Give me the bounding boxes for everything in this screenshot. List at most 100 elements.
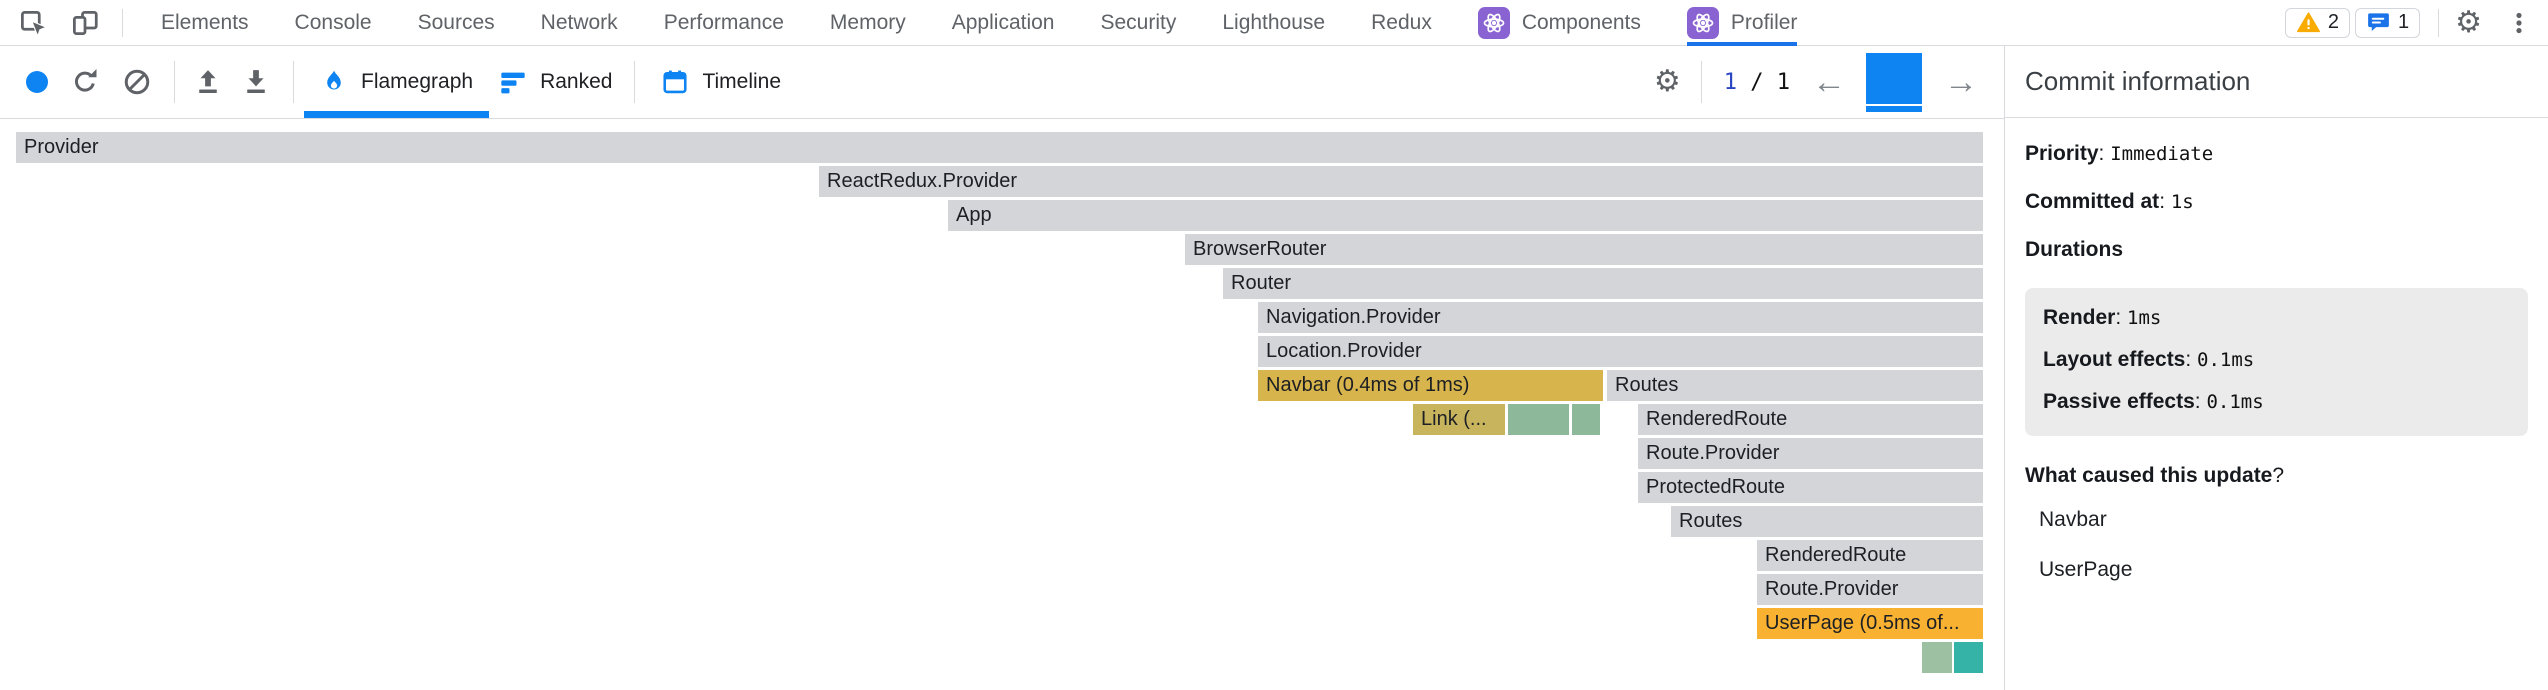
flame-bar-location.provider[interactable]: Location.Provider bbox=[1258, 336, 1983, 367]
record-button[interactable] bbox=[26, 71, 48, 93]
tab-network[interactable]: Network bbox=[541, 0, 618, 46]
priority-value: Immediate bbox=[2110, 143, 2214, 165]
flame-bar-router[interactable]: Router bbox=[1223, 268, 1983, 299]
tab-application[interactable]: Application bbox=[952, 0, 1055, 46]
flame-bar-reactredux.provider[interactable]: ReactRedux.Provider bbox=[819, 166, 1983, 197]
duration-value: 1ms bbox=[2127, 307, 2162, 329]
divider bbox=[1700, 61, 1702, 103]
duration-value: 0.1ms bbox=[2197, 349, 2255, 371]
duration-label: Layout effects bbox=[2043, 348, 2186, 371]
what-caused-label: What caused this update bbox=[2025, 464, 2273, 487]
flame-bar-protectedroute[interactable]: ProtectedRoute bbox=[1638, 472, 1983, 503]
flame-bar-routes[interactable]: Routes bbox=[1607, 370, 1983, 401]
download-profile-icon[interactable] bbox=[241, 67, 271, 97]
tab-lighthouse[interactable]: Lighthouse bbox=[1222, 0, 1325, 46]
devtools-tab-bar: Elements Console Sources Network Performance… bbox=[0, 0, 2548, 46]
tab-security[interactable]: Security bbox=[1100, 0, 1176, 46]
message-count: 1 bbox=[2397, 11, 2410, 33]
tab-memory[interactable]: Memory bbox=[830, 0, 906, 46]
flame-bar-navbar-0.4ms-of-1ms[interactable]: Navbar (0.4ms of 1ms) bbox=[1258, 370, 1603, 401]
flame-bar-renderedroute[interactable]: RenderedRoute bbox=[1757, 540, 1983, 571]
prev-commit-arrow[interactable]: ← bbox=[1812, 63, 1846, 101]
flame-bar-provider[interactable]: Provider bbox=[16, 132, 1983, 163]
flame-icon bbox=[320, 68, 348, 96]
kebab-menu-icon[interactable] bbox=[2506, 10, 2532, 36]
tab-label: Timeline bbox=[702, 70, 782, 93]
clear-profile-icon[interactable] bbox=[122, 67, 152, 97]
commit-selected-strip bbox=[1866, 105, 1922, 112]
flame-bar-segment[interactable] bbox=[1572, 404, 1600, 435]
flame-bar-link-...[interactable]: Link (... bbox=[1413, 404, 1505, 435]
tab-label: Sources bbox=[417, 10, 495, 34]
tab-label: Performance bbox=[663, 10, 784, 34]
warning-icon bbox=[2296, 10, 2321, 35]
commit-info-panel: Commit information Priority: Immediate C… bbox=[2004, 46, 2548, 690]
tab-console[interactable]: Console bbox=[295, 0, 372, 46]
duration-label: Passive effects bbox=[2043, 390, 2195, 413]
tab-profiler[interactable]: Profiler bbox=[1686, 0, 1798, 46]
tab-components[interactable]: Components bbox=[1477, 0, 1641, 46]
flame-bar-route.provider[interactable]: Route.Provider bbox=[1757, 574, 1983, 605]
divider bbox=[293, 61, 294, 103]
flame-bar-renderedroute[interactable]: RenderedRoute bbox=[1638, 404, 1983, 435]
cause-navbar[interactable]: Navbar bbox=[2039, 508, 2107, 531]
tab-performance[interactable]: Performance bbox=[664, 0, 784, 46]
tab-label: Lighthouse bbox=[1222, 10, 1326, 34]
tab-timeline[interactable]: Timeline bbox=[661, 46, 781, 118]
committed-at-value: 1s bbox=[2170, 191, 2194, 213]
flame-bar-segment[interactable] bbox=[1954, 642, 1983, 673]
divider bbox=[122, 8, 123, 37]
next-commit-arrow[interactable]: → bbox=[1944, 63, 1978, 101]
flame-bar-app[interactable]: App bbox=[948, 200, 1983, 231]
devtools-tab-strip: Elements Console Sources Network Performance… bbox=[161, 0, 1798, 46]
tab-flamegraph[interactable]: Flamegraph bbox=[303, 46, 490, 118]
commit-info-title: Commit information bbox=[2005, 46, 2548, 118]
tab-label: Elements bbox=[161, 10, 249, 34]
upload-profile-icon[interactable] bbox=[193, 67, 223, 97]
divider bbox=[174, 61, 175, 103]
flame-bar-routes[interactable]: Routes bbox=[1671, 506, 1983, 537]
priority-line: Priority: Immediate bbox=[2025, 142, 2214, 165]
flame-bar-userpage-0.5ms-of...[interactable]: UserPage (0.5ms of... bbox=[1757, 608, 1983, 639]
cause-userpage[interactable]: UserPage bbox=[2039, 558, 2133, 581]
duration-line: Render: 1ms bbox=[2043, 306, 2162, 329]
flame-bar-segment[interactable] bbox=[1508, 404, 1569, 435]
divider bbox=[2438, 8, 2440, 37]
warnings-badge[interactable]: 2 bbox=[2284, 7, 2350, 38]
settings-gear-icon[interactable]: ⚙ bbox=[2455, 5, 2482, 39]
flame-bar-browserrouter[interactable]: BrowserRouter bbox=[1185, 234, 1983, 265]
profiler-settings-gear-icon[interactable]: ⚙ bbox=[1653, 65, 1681, 98]
tab-sources[interactable]: Sources bbox=[418, 0, 495, 46]
tab-ranked[interactable]: Ranked bbox=[499, 46, 612, 118]
tab-elements[interactable]: Elements bbox=[161, 0, 249, 46]
reload-and-profile-icon[interactable] bbox=[70, 67, 100, 97]
committed-at-line: Committed at: 1s bbox=[2025, 190, 2194, 213]
divider bbox=[634, 61, 636, 103]
tab-label: Ranked bbox=[540, 70, 613, 93]
commit-selector-bar[interactable] bbox=[1866, 52, 1922, 112]
messages-badge[interactable]: 1 bbox=[2354, 7, 2421, 38]
device-toolbar-icon[interactable] bbox=[70, 8, 100, 38]
timeline-calendar-icon bbox=[661, 68, 689, 96]
ranked-bars-icon bbox=[499, 68, 527, 96]
tab-label: Flamegraph bbox=[361, 70, 474, 93]
duration-value: 0.1ms bbox=[2206, 391, 2264, 413]
chat-bubble-icon bbox=[2366, 10, 2391, 35]
tab-label: Components bbox=[1521, 10, 1641, 34]
tab-label: Memory bbox=[829, 10, 906, 34]
flame-bar-segment[interactable] bbox=[1922, 642, 1952, 673]
tab-label: Console bbox=[294, 10, 372, 34]
duration-label: Render bbox=[2043, 306, 2116, 329]
tab-redux[interactable]: Redux bbox=[1371, 0, 1432, 46]
tab-label: Application bbox=[951, 10, 1055, 34]
durations-heading: Durations bbox=[2025, 238, 2124, 261]
tab-label: Redux bbox=[1371, 10, 1432, 34]
flame-bar-navigation.provider[interactable]: Navigation.Provider bbox=[1258, 302, 1983, 333]
committed-at-label: Committed at bbox=[2025, 190, 2160, 213]
flame-bar-route.provider[interactable]: Route.Provider bbox=[1638, 438, 1983, 469]
inspect-icon[interactable] bbox=[18, 8, 48, 38]
commit-bar[interactable] bbox=[1866, 52, 1922, 104]
